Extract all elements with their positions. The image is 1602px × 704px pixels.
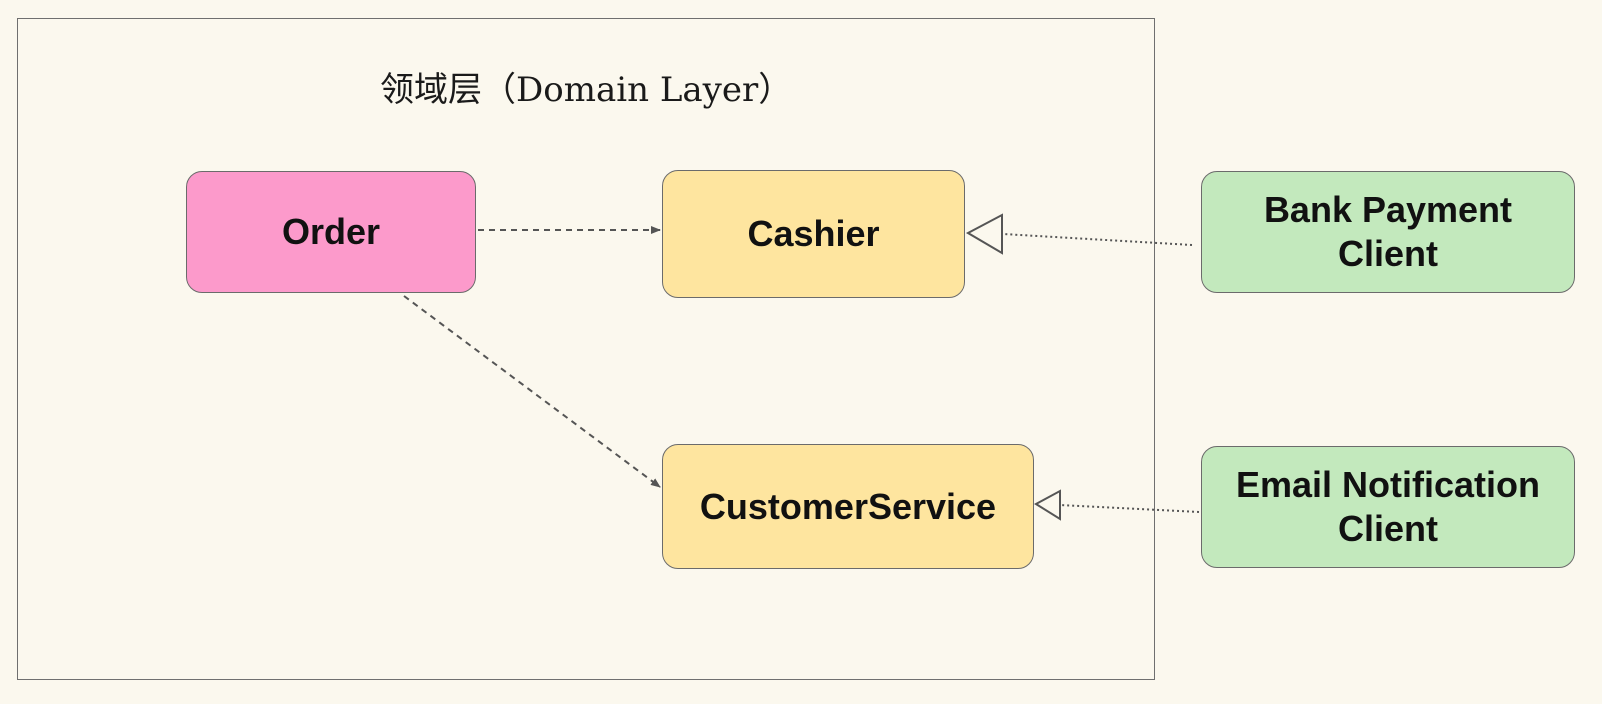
bank-payment-client-node[interactable]: Bank Payment Client (1201, 171, 1575, 293)
order-node[interactable]: Order (186, 171, 476, 293)
order-label: Order (281, 211, 381, 252)
email-notification-client-node[interactable]: Email Notification Client (1201, 446, 1575, 568)
email-notification-client-label-line2: Client (1337, 508, 1438, 549)
cashier-label: Cashier (747, 213, 880, 254)
bank-payment-client-label-line1: Bank Payment (1263, 189, 1513, 230)
bank-payment-client-label-line2: Client (1337, 233, 1438, 274)
customer-service-label: CustomerService (699, 485, 997, 527)
domain-layer-title: 领域层（Domain Layer） (380, 70, 793, 110)
email-notification-client-label-line1: Email Notification (1235, 464, 1541, 505)
customer-service-node[interactable]: CustomerService (662, 444, 1034, 569)
cashier-node[interactable]: Cashier (662, 170, 965, 298)
domain-layer-boundary (17, 18, 1155, 680)
